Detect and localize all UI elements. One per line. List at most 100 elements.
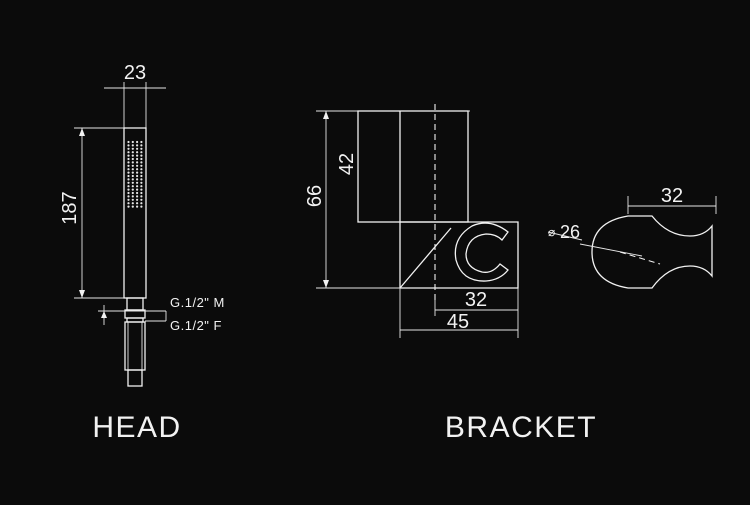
spray-nozzle-dot bbox=[136, 157, 139, 161]
spray-nozzle-dot bbox=[131, 144, 134, 147]
spray-nozzle-dot bbox=[140, 198, 143, 201]
spray-nozzle-dot bbox=[140, 140, 143, 144]
spray-nozzle-dot bbox=[136, 140, 139, 144]
spray-nozzle-dot bbox=[136, 168, 139, 171]
bracket-height-66-label: 66 bbox=[304, 185, 326, 207]
spray-nozzle-dot bbox=[140, 178, 143, 181]
spray-nozzle-dot bbox=[140, 195, 143, 198]
spray-nozzle-dot bbox=[136, 144, 139, 147]
spray-nozzle-dot bbox=[131, 168, 134, 171]
handle-body bbox=[123, 127, 147, 299]
spray-nozzle-dot bbox=[127, 161, 130, 164]
bracket-depth-45-label: 45 bbox=[447, 311, 469, 333]
spray-nozzle-dot bbox=[131, 174, 134, 178]
spray-nozzle-dot bbox=[136, 174, 139, 178]
spray-nozzle-dot bbox=[127, 188, 130, 191]
spray-nozzle-dot bbox=[131, 161, 134, 164]
bracket-caption: BRACKET bbox=[445, 411, 597, 444]
spray-nozzle-dot bbox=[136, 195, 139, 198]
spray-nozzle-dot bbox=[127, 202, 130, 205]
spray-nozzle-dot bbox=[140, 161, 143, 164]
spray-nozzle-dot bbox=[127, 174, 130, 178]
spray-nozzle-dot bbox=[140, 188, 143, 191]
spray-nozzle-dot bbox=[127, 140, 130, 144]
spray-nozzle-dot bbox=[131, 154, 134, 157]
spray-nozzle-dot bbox=[127, 154, 130, 157]
spray-nozzle-dot bbox=[136, 198, 139, 201]
spray-nozzle-dot bbox=[140, 174, 143, 178]
spray-nozzle-dot bbox=[127, 164, 130, 167]
spray-nozzle-dot bbox=[136, 188, 139, 191]
spray-nozzle-dot bbox=[127, 157, 130, 161]
spray-nozzle-dot bbox=[131, 164, 134, 167]
cradle bbox=[454, 222, 509, 282]
spray-nozzle-dot bbox=[140, 168, 143, 171]
bracket-front-width-label: 32 bbox=[661, 185, 683, 207]
spray-nozzle-dot bbox=[136, 147, 139, 150]
spray-nozzle-dot bbox=[127, 151, 130, 154]
bracket-height-42-label: 42 bbox=[336, 153, 358, 175]
spray-nozzle-dot bbox=[127, 191, 130, 195]
spray-nozzle-dot bbox=[131, 202, 134, 205]
spray-nozzle-dot bbox=[131, 188, 134, 191]
spray-nozzle-dot bbox=[140, 154, 143, 157]
spray-nozzle-dot bbox=[140, 191, 143, 195]
bracket-depth-32-label: 32 bbox=[465, 289, 487, 311]
spray-nozzle-dot bbox=[131, 185, 134, 188]
spray-nozzle-dot bbox=[136, 191, 139, 195]
spray-nozzle-dot bbox=[127, 181, 130, 184]
thread-male-label: G.1/2" M bbox=[170, 295, 225, 310]
bracket-front-outline bbox=[591, 215, 713, 289]
spray-nozzle-dot bbox=[131, 171, 134, 174]
spray-nozzle-dot bbox=[127, 198, 130, 201]
spray-nozzle-dot bbox=[127, 144, 130, 147]
spray-nozzle-dot bbox=[140, 157, 143, 161]
spray-nozzle-dot bbox=[140, 205, 143, 208]
spray-nozzle-dot bbox=[136, 185, 139, 188]
spray-nozzle-dot bbox=[127, 205, 130, 208]
spray-nozzle-dot bbox=[131, 195, 134, 198]
head-height-label: 187 bbox=[59, 191, 81, 224]
bracket-diameter-label: 26 bbox=[560, 222, 580, 242]
spray-nozzle-dot bbox=[136, 181, 139, 184]
spray-nozzle-dot bbox=[131, 205, 134, 208]
spray-nozzle-dot bbox=[136, 202, 139, 205]
spray-nozzle-dot bbox=[140, 202, 143, 205]
spray-nozzle-dot bbox=[131, 198, 134, 201]
spray-nozzle-dot bbox=[127, 147, 130, 150]
wall-plate bbox=[357, 110, 469, 223]
spray-nozzle-dot bbox=[140, 147, 143, 150]
spray-nozzle-dot bbox=[140, 164, 143, 167]
spray-nozzle-dot bbox=[136, 178, 139, 181]
spray-nozzle-dot bbox=[136, 154, 139, 157]
spray-nozzle-dot bbox=[127, 171, 130, 174]
spray-nozzle-dot bbox=[136, 151, 139, 154]
bracket-diameter-symbol: ⌀ bbox=[548, 225, 555, 239]
spray-nozzle-dot bbox=[131, 191, 134, 195]
spray-nozzle-dot bbox=[140, 185, 143, 188]
spray-nozzle-dot bbox=[131, 140, 134, 144]
head-drawing bbox=[74, 82, 167, 387]
spray-nozzle-dot bbox=[140, 181, 143, 184]
spray-nozzle-dot bbox=[131, 147, 134, 150]
spray-nozzle-dot bbox=[127, 178, 130, 181]
spray-nozzle-dot bbox=[131, 151, 134, 154]
head-width-label: 23 bbox=[124, 62, 146, 84]
spray-nozzle-dot bbox=[140, 151, 143, 154]
head-caption: HEAD bbox=[92, 411, 181, 444]
spray-nozzle-dot bbox=[131, 157, 134, 161]
spray-nozzle-dot bbox=[131, 181, 134, 184]
spray-nozzle-dot bbox=[136, 171, 139, 174]
spray-nozzle-dot bbox=[140, 171, 143, 174]
spray-nozzle-dot bbox=[127, 185, 130, 188]
spray-nozzle-dot bbox=[127, 168, 130, 171]
spray-nozzle-dot bbox=[131, 178, 134, 181]
thread-female-label: G.1/2" F bbox=[170, 318, 222, 333]
bracket-front-drawing bbox=[547, 196, 717, 289]
bracket-side-drawing bbox=[316, 104, 519, 338]
spray-nozzle-dot bbox=[136, 161, 139, 164]
spray-nozzle-dot bbox=[136, 164, 139, 167]
spray-nozzle-dot bbox=[127, 195, 130, 198]
